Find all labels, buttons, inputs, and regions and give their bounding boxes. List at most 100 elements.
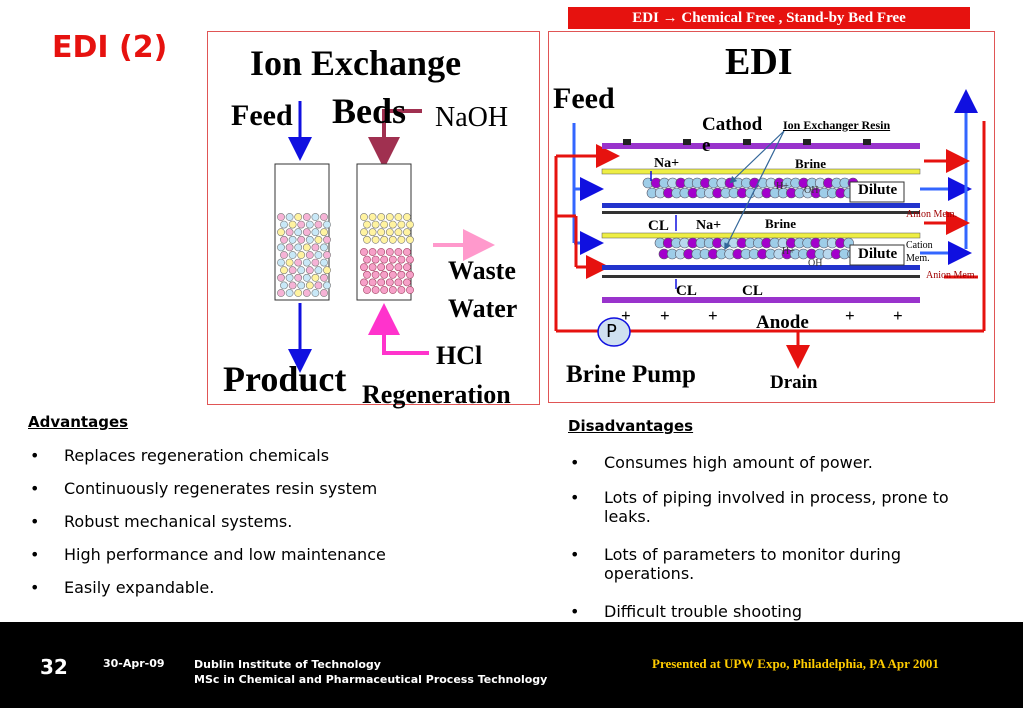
resin-bead <box>311 228 320 237</box>
edi-cation-label: Cation Mem. <box>906 240 933 264</box>
resin-bead <box>385 213 394 221</box>
disadvantages-item-text: Lots of piping involved in process, pron… <box>604 488 949 526</box>
resin-bead <box>406 286 414 294</box>
resin-bead <box>302 213 311 221</box>
resin-bead <box>360 228 368 237</box>
page-number: 32 <box>40 655 68 679</box>
edi-na-label-1: Na+ <box>654 156 680 171</box>
resin-bead <box>314 220 323 229</box>
resin-bead <box>320 213 328 221</box>
resin-bead <box>285 289 294 297</box>
brine-pump-icon <box>597 317 631 347</box>
edi-diagram <box>554 89 986 369</box>
membrane-separator-1 <box>602 211 920 214</box>
resin-bead <box>277 243 285 252</box>
resin-bead <box>277 289 285 297</box>
resin-bead <box>305 235 314 244</box>
resin-bead <box>285 273 294 282</box>
ix-product-label: Product <box>223 359 347 399</box>
resin-bead <box>297 266 306 275</box>
resin-bead <box>380 270 389 279</box>
edi-h-plus-1: H+ <box>776 181 789 192</box>
ix-hcl-label: HCl <box>436 341 483 370</box>
resin-bead <box>394 263 403 272</box>
resin-bead <box>285 213 294 221</box>
membrane-anion-1 <box>602 203 920 208</box>
resin-bead <box>323 251 331 259</box>
resin-bead <box>288 220 297 229</box>
resin-bead <box>305 266 314 275</box>
resin-bead <box>294 289 303 297</box>
ix-waste-label-2: Water <box>448 294 518 323</box>
resin-bead <box>320 243 328 252</box>
resin-bead <box>280 281 288 290</box>
resin-bead <box>320 289 328 297</box>
resin-bead <box>394 213 403 221</box>
edi-dilute-label-1: Dilute <box>858 182 898 198</box>
resin-bead <box>280 220 288 229</box>
disadvantages-item-text: Lots of parameters to monitor during ope… <box>604 545 901 583</box>
resin-bead <box>288 281 297 290</box>
brine-pump-label: Brine Pump <box>566 361 696 388</box>
resin-bead <box>323 281 331 290</box>
bullet-icon: • <box>570 545 580 564</box>
resin-bead <box>397 235 406 244</box>
resin-bead <box>397 255 406 264</box>
edi-oh-2: OH <box>808 258 823 269</box>
edi-title: EDI <box>725 41 793 83</box>
resin-bead <box>403 263 411 272</box>
pump-letter: P <box>606 321 617 342</box>
edi-oh-1: OH <box>804 185 819 196</box>
edi-drain-label: Drain <box>770 372 818 393</box>
resin-beads-left <box>277 213 331 297</box>
anode-plus-1: + <box>621 306 631 325</box>
edi-dilute-label-2: Dilute <box>858 246 898 262</box>
ion-exchange-title-2: Beds <box>332 91 407 131</box>
edi-cl-label-2: CL <box>676 283 697 299</box>
resin-bead <box>380 255 389 264</box>
anode-plate <box>602 297 920 303</box>
resin-bead <box>360 278 368 287</box>
resin-bead <box>385 248 394 256</box>
resin-bead <box>368 228 377 237</box>
resin-bead <box>320 228 328 237</box>
edi-brine-label-1: Brine <box>795 156 827 171</box>
cathode-dashes <box>623 139 871 145</box>
resin-bead <box>302 258 311 267</box>
resin-bead <box>285 243 294 252</box>
resin-bead <box>320 273 328 282</box>
membrane-cation-1 <box>601 168 921 175</box>
ix-feed-label: Feed <box>231 99 293 132</box>
footer-course: MSc in Chemical and Pharmaceutical Proce… <box>194 673 548 686</box>
resin-bead <box>388 270 397 279</box>
resin-bead <box>406 255 414 264</box>
bullet-icon: • <box>30 545 40 564</box>
resin-bead <box>314 266 323 275</box>
ix-regeneration-label: Regeneration <box>362 380 511 409</box>
resin-bead <box>394 278 403 287</box>
disadvantages-item-text: Difficult trouble shooting <box>604 602 803 621</box>
resin-bead <box>371 235 380 244</box>
advantages-item-text: Easily expandable. <box>64 578 215 597</box>
resin-bead <box>371 270 380 279</box>
slide-title: EDI (2) <box>52 30 168 65</box>
edi-feed-label: Feed <box>553 82 615 115</box>
ix-naoh-label: NaOH <box>435 102 509 133</box>
anode-plus-5: + <box>893 306 903 325</box>
resin-bead <box>371 220 380 229</box>
resin-bead <box>277 258 285 267</box>
resin-bead <box>288 235 297 244</box>
resin-bead <box>297 235 306 244</box>
resin-bead <box>363 220 371 229</box>
resin-bead <box>380 220 389 229</box>
bullet-icon: • <box>30 578 40 597</box>
resin-bead <box>368 263 377 272</box>
resin-bead <box>403 248 411 256</box>
resin-bead <box>363 255 371 264</box>
advantages-item-text: Robust mechanical systems. <box>64 512 293 531</box>
resin-bead <box>320 258 328 267</box>
edi-h-plus-2: H+ <box>782 246 795 257</box>
resin-bead <box>302 228 311 237</box>
edi-brine-loop <box>554 121 986 369</box>
resin-bead <box>377 248 386 256</box>
